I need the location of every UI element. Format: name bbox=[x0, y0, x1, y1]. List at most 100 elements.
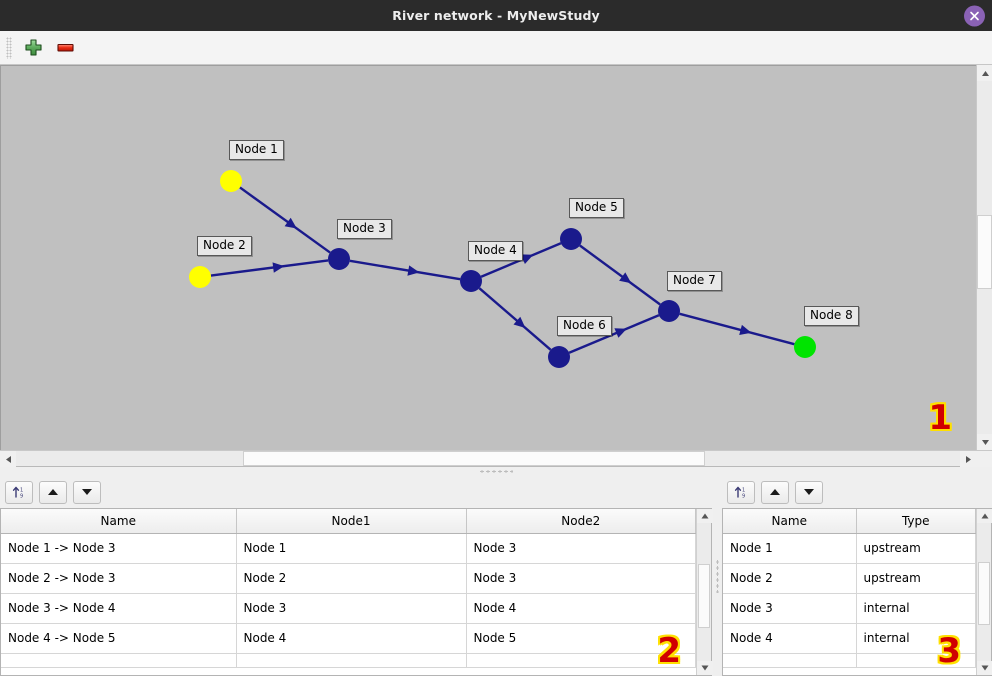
add-node-button[interactable] bbox=[20, 35, 46, 61]
close-window-button[interactable] bbox=[964, 5, 985, 26]
table-cell[interactable]: Node 3 bbox=[466, 563, 696, 594]
table-cell[interactable]: Node 4 bbox=[466, 593, 696, 624]
table-cell[interactable]: Node 1 bbox=[723, 533, 857, 564]
graph-node-label-node-2[interactable]: Node 2 bbox=[197, 236, 252, 256]
scroll-down-button[interactable] bbox=[977, 434, 992, 450]
column-header-name[interactable]: Name bbox=[1, 509, 237, 534]
reaches-move-up-button[interactable] bbox=[39, 480, 67, 504]
graph-node-node-4[interactable] bbox=[460, 270, 482, 292]
table-cell[interactable]: Node 3 -> Node 4 bbox=[1, 593, 237, 624]
graph-vscroll-track[interactable] bbox=[977, 81, 992, 434]
nodes-move-down-button[interactable] bbox=[795, 480, 823, 504]
table-cell[interactable] bbox=[236, 653, 467, 668]
graph-node-label-node-5[interactable]: Node 5 bbox=[569, 198, 624, 218]
graph-node-node-8[interactable] bbox=[794, 336, 816, 358]
nodes-vscroll-thumb[interactable] bbox=[978, 561, 990, 626]
table-cell[interactable]: Node 1 bbox=[236, 533, 467, 564]
graph-edge[interactable] bbox=[568, 314, 660, 354]
graph-node-node-5[interactable] bbox=[560, 228, 582, 250]
nodes-scroll-up-button[interactable] bbox=[977, 509, 992, 523]
reaches-move-down-button[interactable] bbox=[73, 480, 101, 504]
graph-edge[interactable] bbox=[239, 186, 331, 254]
reaches-scroll-down-button[interactable] bbox=[697, 661, 713, 675]
table-cell[interactable]: Node 5 bbox=[466, 623, 696, 654]
graph-node-label-node-3[interactable]: Node 3 bbox=[337, 219, 392, 239]
table-cell[interactable]: Node 3 bbox=[466, 533, 696, 564]
graph-node-label-node-6[interactable]: Node 6 bbox=[557, 316, 612, 336]
graph-node-label-node-1[interactable]: Node 1 bbox=[229, 140, 284, 160]
reaches-vscroll-thumb[interactable] bbox=[698, 564, 710, 628]
graph-edge[interactable] bbox=[478, 287, 552, 351]
table-cell[interactable] bbox=[466, 653, 696, 668]
table-cell[interactable]: upstream bbox=[856, 533, 976, 564]
nodes-sort-button[interactable]: 1 9 bbox=[727, 480, 755, 504]
nodes-vscroll-track[interactable] bbox=[977, 523, 991, 661]
nodes-move-up-button[interactable] bbox=[761, 480, 789, 504]
graph-horizontal-scrollbar[interactable] bbox=[0, 450, 992, 467]
remove-node-button[interactable] bbox=[52, 35, 78, 61]
nodes-scroll-down-button[interactable] bbox=[977, 661, 992, 675]
reaches-vscroll-track[interactable] bbox=[697, 523, 711, 661]
node-table-row-partial[interactable] bbox=[723, 653, 976, 668]
toolbar-drag-handle[interactable] bbox=[6, 36, 12, 59]
table-cell[interactable] bbox=[1, 653, 237, 668]
table-cell[interactable]: Node 3 bbox=[723, 593, 857, 624]
horizontal-splitter[interactable] bbox=[0, 466, 992, 476]
table-cell[interactable]: Node 4 bbox=[236, 623, 467, 654]
scroll-left-button[interactable] bbox=[0, 451, 16, 467]
graph-edge[interactable] bbox=[579, 244, 661, 306]
graph-node-node-1[interactable] bbox=[220, 170, 242, 192]
table-cell[interactable]: internal bbox=[856, 623, 976, 654]
graph-vertical-scrollbar[interactable] bbox=[976, 65, 992, 450]
graph-node-label-node-7[interactable]: Node 7 bbox=[667, 271, 722, 291]
table-cell[interactable] bbox=[723, 653, 857, 668]
graph-node-node-2[interactable] bbox=[189, 266, 211, 288]
table-cell[interactable]: Node 4 bbox=[723, 623, 857, 654]
scroll-right-button[interactable] bbox=[960, 451, 976, 467]
graph-node-node-3[interactable] bbox=[328, 248, 350, 270]
graph-node-node-7[interactable] bbox=[658, 300, 680, 322]
column-header-node1[interactable]: Node1 bbox=[236, 509, 467, 534]
reaches-scroll-up-button[interactable] bbox=[697, 509, 713, 523]
table-cell[interactable] bbox=[856, 653, 976, 668]
table-cell[interactable]: internal bbox=[856, 593, 976, 624]
column-header-type[interactable]: Type bbox=[856, 509, 976, 534]
reaches-sort-button[interactable]: 1 9 bbox=[5, 480, 33, 504]
table-cell[interactable]: Node 4 -> Node 5 bbox=[1, 623, 237, 654]
graph-edge[interactable] bbox=[349, 259, 461, 281]
table-cell[interactable]: Node 2 bbox=[236, 563, 467, 594]
table-cell[interactable]: Node 1 -> Node 3 bbox=[1, 533, 237, 564]
table-cell[interactable]: Node 2 bbox=[723, 563, 857, 594]
vertical-splitter[interactable] bbox=[712, 476, 722, 676]
reaches-vertical-scrollbar[interactable] bbox=[696, 509, 713, 675]
graph-hscroll-thumb[interactable] bbox=[242, 451, 706, 466]
table-cell[interactable]: Node 3 bbox=[236, 593, 467, 624]
graph-vscroll-thumb[interactable] bbox=[977, 215, 992, 290]
column-header-name[interactable]: Name bbox=[723, 509, 857, 534]
reach-table-row-partial[interactable] bbox=[1, 653, 696, 668]
graph-node-node-6[interactable] bbox=[548, 346, 570, 368]
graph-node-label-node-4[interactable]: Node 4 bbox=[468, 241, 523, 261]
graph-hscroll-track[interactable] bbox=[16, 451, 960, 466]
network-graph-canvas[interactable]: Node 1 Node 2 Node 3 Node 4 Node 5 Node 6 Node… bbox=[0, 65, 976, 450]
scroll-up-button[interactable] bbox=[977, 65, 992, 81]
table-cell[interactable]: upstream bbox=[856, 563, 976, 594]
column-header-node2[interactable]: Node2 bbox=[466, 509, 696, 534]
table-cell[interactable]: Node 2 -> Node 3 bbox=[1, 563, 237, 594]
graph-edge[interactable] bbox=[679, 312, 795, 346]
graph-edge[interactable] bbox=[210, 259, 329, 277]
nodes-vertical-scrollbar[interactable] bbox=[976, 509, 992, 675]
graph-node-label-node-8[interactable]: Node 8 bbox=[804, 306, 859, 326]
